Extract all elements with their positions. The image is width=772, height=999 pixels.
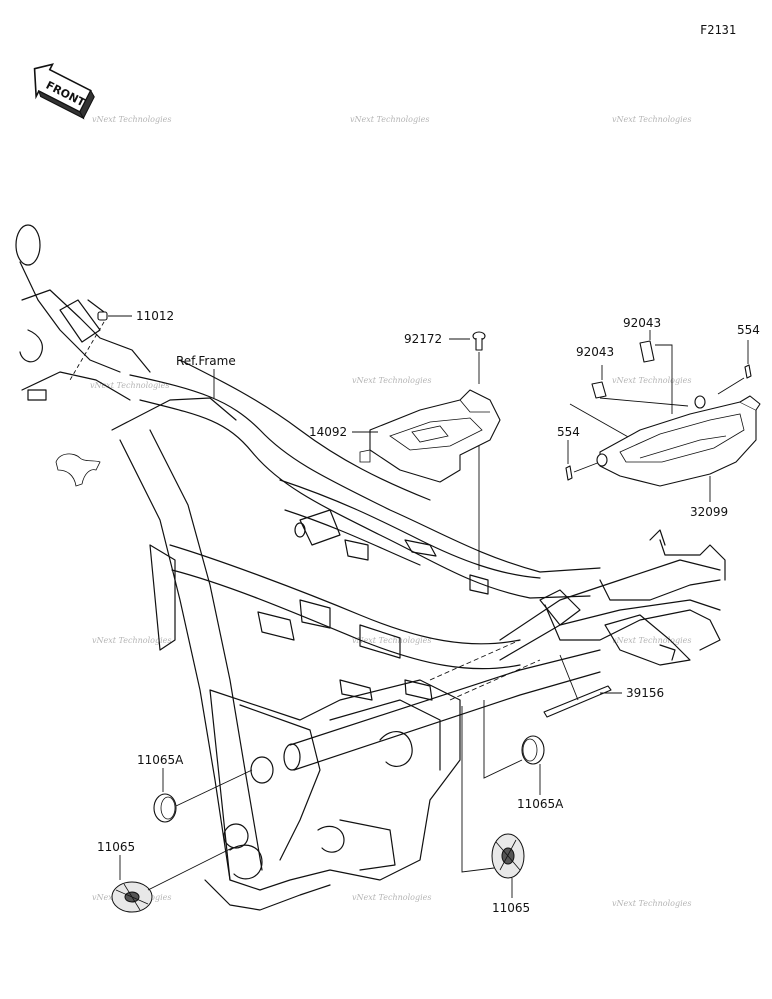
- callout-92043-lower: 92043: [576, 345, 614, 359]
- callout-11012: 11012: [136, 309, 174, 323]
- callout-92172: 92172: [404, 332, 442, 346]
- watermark: vNext Technologies: [612, 899, 691, 908]
- callout-554-upper: 554: [737, 323, 760, 337]
- part-11065-left: 11065: [97, 840, 233, 913]
- watermarks: vNext Technologies vNext Technologies vN…: [90, 115, 691, 908]
- part-92043: 92043 92043: [569, 316, 689, 439]
- part-11065-right: 11065: [461, 706, 530, 915]
- callout-14092: 14092: [309, 425, 347, 439]
- watermark: vNext Technologies: [612, 636, 691, 645]
- part-554: 554 554: [557, 323, 760, 481]
- callout-11065A-left: 11065A: [137, 753, 184, 767]
- assembly-line: [449, 659, 541, 701]
- watermark: vNext Technologies: [352, 376, 431, 385]
- watermark: vNext Technologies: [612, 376, 691, 385]
- part-92172: 92172: [404, 331, 486, 570]
- callout-32099: 32099: [690, 505, 728, 519]
- part-32099: 32099: [596, 395, 761, 519]
- callout-11065-left: 11065: [97, 840, 135, 854]
- callout-92043-upper: 92043: [623, 316, 661, 330]
- watermark: vNext Technologies: [612, 115, 691, 124]
- part-11065A-left: 11065A: [137, 753, 253, 823]
- part-11065A-right: 11065A: [483, 700, 564, 811]
- callout-11065A-right: 11065A: [517, 797, 564, 811]
- part-11012: 11012: [69, 309, 174, 381]
- callout-11065-right: 11065: [492, 901, 530, 915]
- front-arrow-icon: FRONT: [33, 63, 95, 120]
- watermark: vNext Technologies: [352, 636, 431, 645]
- watermark: vNext Technologies: [92, 636, 171, 645]
- watermark: vNext Technologies: [350, 115, 429, 124]
- watermark: vNext Technologies: [90, 381, 169, 390]
- part-14092: 14092: [309, 389, 501, 483]
- figure-code: F2131: [700, 23, 736, 37]
- callout-39156: 39156: [626, 686, 664, 700]
- watermark: vNext Technologies: [352, 893, 431, 902]
- part-39156: 39156: [543, 654, 664, 718]
- watermark: vNext Technologies: [92, 115, 171, 124]
- motorcycle-frame: [15, 224, 726, 911]
- assembly-line: [429, 639, 521, 681]
- ref-frame-label: Ref.Frame: [176, 354, 236, 368]
- callout-554-lower: 554: [557, 425, 580, 439]
